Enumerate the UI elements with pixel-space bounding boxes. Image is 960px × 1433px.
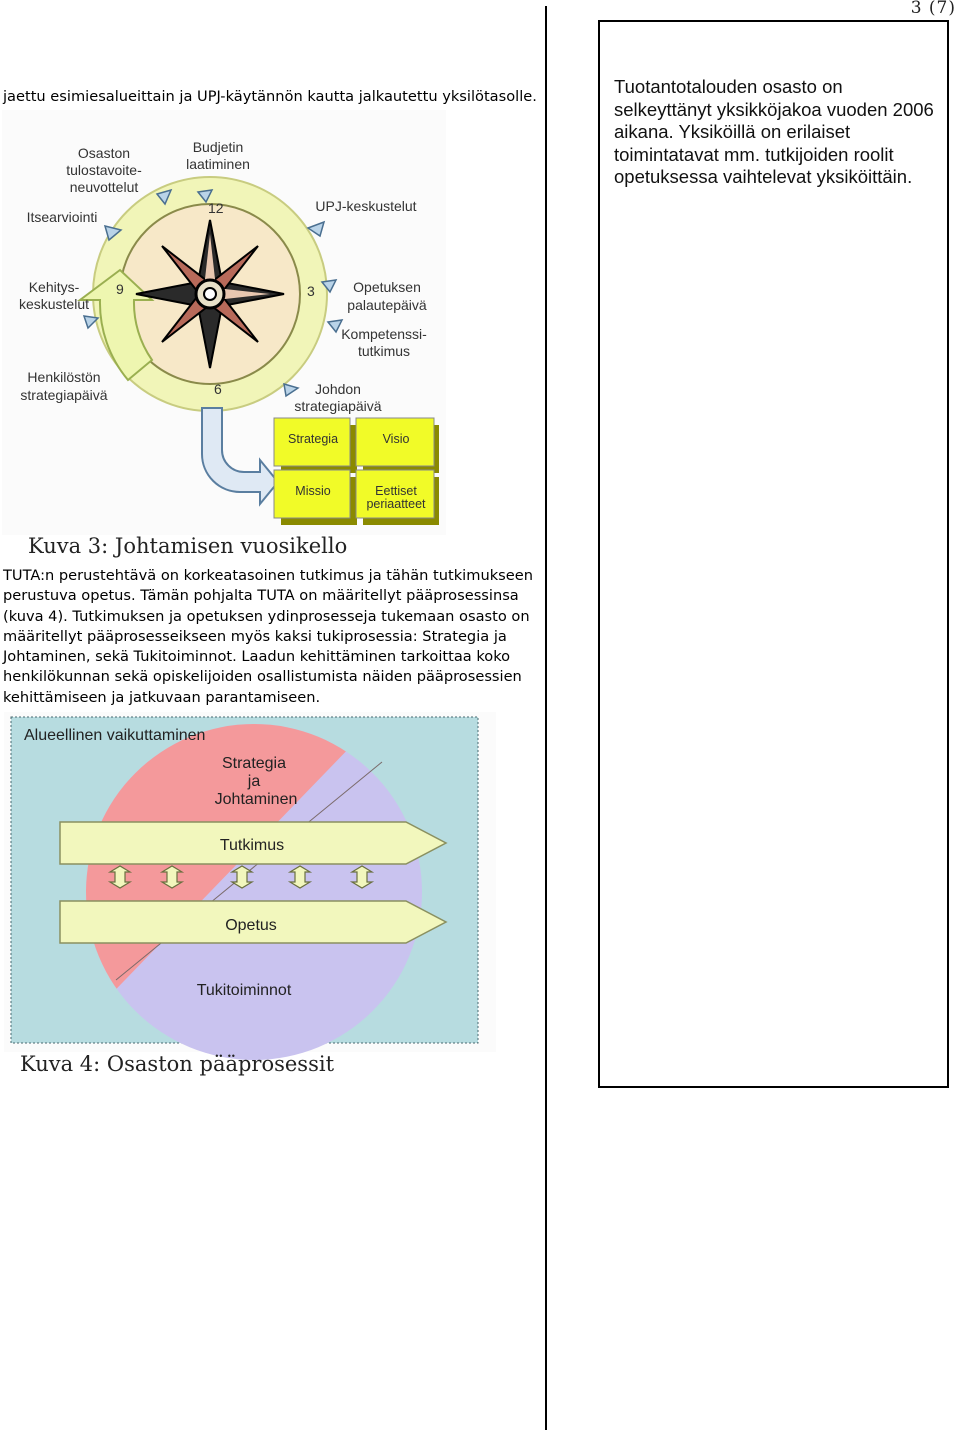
body-line: määritellyt pääprosesseikseen myös kaksi… xyxy=(3,627,507,645)
body-line: (kuva 4). Tutkimuksen ja opetuksen ydinp… xyxy=(3,607,530,625)
body-paragraph: TUTA:n perustehtävä on korkeatasoinen tu… xyxy=(3,566,543,708)
label-upj: UPJ-keskustelut xyxy=(315,198,416,214)
label-kompetenssi-1: Kompetenssi- xyxy=(341,326,427,342)
label-osaston-2: tulostavoite- xyxy=(66,162,142,178)
research-arrow xyxy=(59,821,448,865)
body-line: perustuva opetus. Tämän pohjalta TUTA on… xyxy=(3,587,519,605)
label-support: Tukitoiminnot xyxy=(197,982,292,999)
clock-number-3: 3 xyxy=(307,283,315,299)
figure-annual-clock: 12 3 6 9 Osaston tulostavoite- neuvottel… xyxy=(2,110,446,565)
label-osaston-1: Osaston xyxy=(78,145,130,161)
label-regional-impact: Alueellinen vaikuttaminen xyxy=(24,727,205,744)
sidebar-text: Tuotantotalouden osasto on selkeyttänyt … xyxy=(614,76,934,187)
label-opetuksen-1: Opetuksen xyxy=(353,279,421,295)
label-strategy-2: ja xyxy=(247,773,261,790)
figure4-caption: Kuva 4: Osaston pääprosessit xyxy=(20,1052,335,1076)
body-line: TUTA:n perustehtävä on korkeatasoinen tu… xyxy=(3,567,533,584)
label-kehitys-2: keskustelut xyxy=(19,296,89,312)
note-eettiset-1: Eettiset xyxy=(375,484,417,498)
label-osaston-3: neuvottelut xyxy=(70,179,139,195)
page-number: 3 (7) xyxy=(910,0,956,18)
clock-number-9: 9 xyxy=(116,281,124,297)
intro-line: jaettu esimiesalueittain ja UPJ-käytännö… xyxy=(3,88,537,105)
sticky-notes xyxy=(273,417,439,525)
label-henkilosto-2: strategiapäivä xyxy=(20,387,107,403)
label-teaching: Opetus xyxy=(225,917,277,934)
cycle-arrow xyxy=(77,268,155,382)
body-line: kehittämiseen ja jatkuvaan parantamiseen… xyxy=(3,688,321,706)
label-strategy-1: Strategia xyxy=(222,755,286,772)
figure3-caption: Kuva 3: Johtamisen vuosikello xyxy=(28,534,348,558)
label-henkilosto-1: Henkilöstön xyxy=(27,369,100,385)
label-opetuksen-2: palautepäivä xyxy=(347,297,427,313)
note-missio: Missio xyxy=(295,484,330,498)
sidebar-box: Tuotantotalouden osasto on selkeyttänyt … xyxy=(598,20,949,1088)
exchange-arrows xyxy=(107,865,375,889)
note-visio: Visio xyxy=(383,432,410,446)
label-kehitys-1: Kehitys- xyxy=(29,279,80,295)
label-johdon-2: strategiapäivä xyxy=(294,398,381,414)
down-arrow xyxy=(201,407,280,507)
body-line: Johtaminen, sekä Tukitoiminnot. Laadun k… xyxy=(3,648,511,666)
label-budjetin-1: Budjetin xyxy=(193,139,244,155)
compass-star xyxy=(135,219,285,369)
label-johdon-1: Johdon xyxy=(315,381,361,397)
label-budjetin-2: laatiminen xyxy=(186,156,250,172)
clock-number-12: 12 xyxy=(208,200,224,216)
note-strategia: Strategia xyxy=(288,432,338,446)
clock-pointers xyxy=(82,188,344,398)
label-itsearviointi: Itsearviointi xyxy=(27,209,98,225)
annual-clock-diagram: 12 3 6 9 Osaston tulostavoite- neuvottel… xyxy=(19,139,439,525)
label-strategy-3: Johtaminen xyxy=(215,791,298,808)
label-kompetenssi-2: tutkimus xyxy=(358,343,410,359)
figure-main-processes: Alueellinen vaikuttaminen Strategia ja J… xyxy=(4,712,496,1090)
clock-number-6: 6 xyxy=(214,381,222,397)
main-processes-diagram: Alueellinen vaikuttaminen Strategia ja J… xyxy=(4,712,496,1060)
column-divider xyxy=(545,6,547,1430)
body-line: henkilökunnan sekä opiskelijoiden osalli… xyxy=(3,668,522,686)
note-eettiset-2: periaatteet xyxy=(366,497,426,511)
teaching-arrow xyxy=(59,900,448,944)
label-research: Tutkimus xyxy=(220,837,284,854)
